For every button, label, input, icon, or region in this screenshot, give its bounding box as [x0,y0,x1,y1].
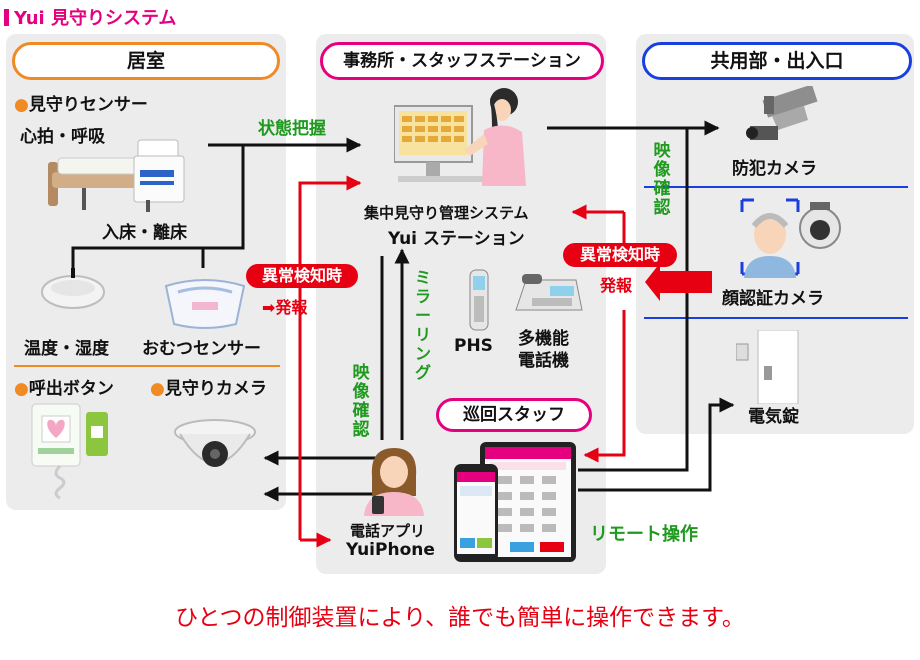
common-pill: 共用部・出入口 [642,42,912,80]
bed-label: 入床・離床 [102,223,187,243]
diaper-icon [164,279,246,329]
common-divider-2 [644,317,908,319]
page-title: Yui 見守りシステム [4,4,176,30]
common-divider-1 [644,186,908,188]
security-camera-icon [746,86,818,140]
phs-label: PHS [454,336,493,356]
staff-monitor-icon [394,88,526,186]
temp-humid-label: 温度・湿度 [24,339,109,359]
office-pill: 事務所・スタッフステーション [320,42,604,80]
electric-lock-label: 電気錠 [748,407,799,427]
bullet-dot: ● [14,379,29,399]
alert-pill-left: 異常検知時 [246,264,358,288]
status-flow-label: 状態把握 [258,119,326,139]
room-divider [14,365,280,367]
patrol-staff-person-icon [364,448,424,516]
mirroring-flow-label: ミラーリング [414,268,431,382]
station-label-2: Yui ステーション [388,229,525,249]
phs-icon [469,269,489,331]
app-label-1: 電話アプリ [350,522,426,540]
app-label-2: YuiPhone [346,540,435,560]
call-button-label: ●呼出ボタン [14,379,114,399]
alert-fire-right: 発報 [600,276,633,295]
desk-phone-label-2: 電話機 [518,351,569,371]
bed-icon [48,139,185,212]
heart-breath-label: 心拍・呼吸 [20,127,105,147]
patrol-staff-pill: 巡回スタッフ [436,398,592,432]
desk-phone-label-1: 多機能 [518,329,569,349]
yuiphone-devices-icon [454,442,576,562]
mimamori-camera-label: ●見守りカメラ [150,379,267,399]
bullet-dot: ● [14,95,29,115]
security-camera-label: 防犯カメラ [732,159,817,179]
dome-camera-icon [174,419,256,467]
fire-arrow [645,263,712,301]
alert-fire-left: ➡発報 [262,298,308,317]
station-label-1: 集中見守り管理システム [364,204,529,222]
alert-pill-right: 異常検知時 [563,243,677,267]
mimamori-sensor-label: ●見守りセンサー [14,95,148,115]
video-check-label-office: 映像確認 [352,363,370,440]
call-button-icon [31,403,108,500]
video-check-label-common: 映像確認 [653,141,671,218]
face-camera-icon [740,198,841,278]
temp-humid-sensor-icon [41,268,105,309]
tagline: ひとつの制御装置により、誰でも簡単に操作できます。 [175,605,745,631]
remote-operation-label: リモート操作 [590,524,698,545]
page-title-text: Yui 見守りシステム [14,8,177,29]
electric-lock-icon [736,330,799,404]
face-camera-label: 顔認証カメラ [722,289,824,309]
room-pill: 居室 [12,42,280,80]
bullet-dot: ● [150,379,165,399]
diaper-label: おむつセンサー [142,339,261,359]
desk-phone-icon [515,274,583,311]
